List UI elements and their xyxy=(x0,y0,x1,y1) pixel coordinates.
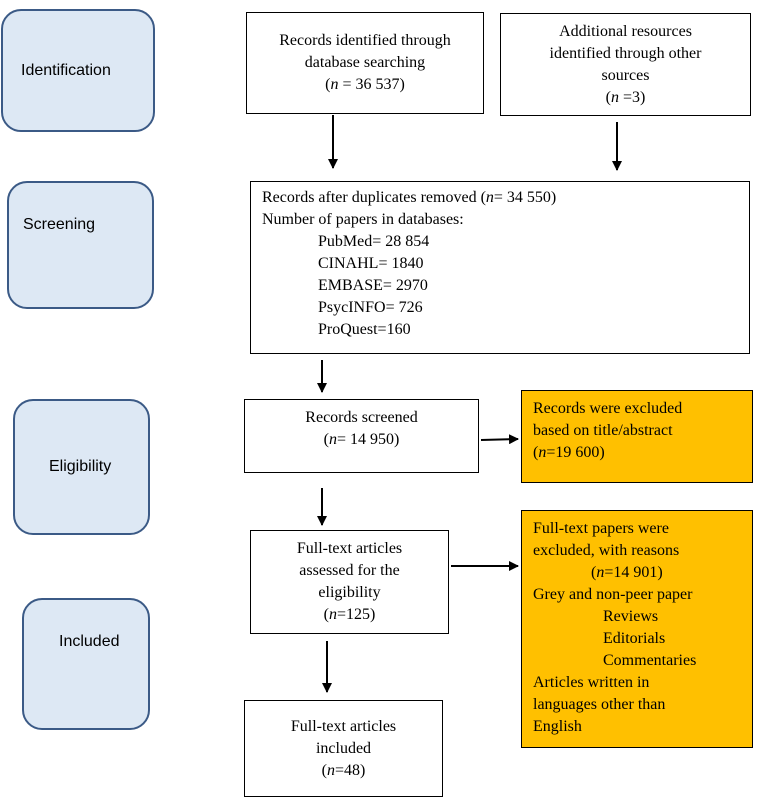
fulltext-assessed-box: Full-text articles assessed for the elig… xyxy=(250,530,449,634)
language-exclusion-line1: Articles written in xyxy=(533,674,650,691)
phase-included: Included xyxy=(22,598,150,730)
fulltext-included-box: Full-text articles included (n=48) xyxy=(244,700,443,797)
excluded-title-abstract-count: (n=19 600) xyxy=(533,444,605,461)
records-identified-box: Records identified through database sear… xyxy=(246,12,484,114)
database-count-pubmed: PubMed= 28 854 xyxy=(318,233,430,250)
phase-screening: Screening xyxy=(7,181,154,309)
additional-resources-line3: sources xyxy=(601,66,650,84)
fulltext-assessed-line1: Full-text articles xyxy=(296,540,403,557)
grey-item-editorials: Editorials xyxy=(603,630,666,647)
phase-identification: Identification xyxy=(1,9,155,132)
additional-resources-line1: Additional resources xyxy=(559,22,692,40)
grey-literature-heading: Grey and non-peer paper xyxy=(533,586,693,603)
phase-identification-label: Identification xyxy=(21,61,111,79)
additional-resources-count: (n =3) xyxy=(605,88,646,106)
language-exclusion-line2: languages other than xyxy=(533,696,666,713)
additional-resources-box: Additional resources identified through … xyxy=(500,13,751,116)
records-identified-line1: Records identified through xyxy=(279,32,451,49)
fulltext-included-count: (n=48) xyxy=(321,761,366,779)
database-count-psycinfo: PsycINFO= 726 xyxy=(318,299,423,316)
database-count-cinahl: CINAHL= 1840 xyxy=(318,255,424,272)
duplicates-removed-box: Records after duplicates removed (n= 34 … xyxy=(250,181,750,354)
excluded-title-abstract-box: Records were excluded based on title/abs… xyxy=(521,390,753,483)
phase-included-label: Included xyxy=(59,633,120,650)
excluded-fulltext-line1: Full-text papers were xyxy=(533,520,669,537)
duplicates-removed-summary: Records after duplicates removed (n= 34 … xyxy=(262,189,557,206)
fulltext-assessed-line2: assessed for the xyxy=(299,562,400,579)
records-screened-line1: Records screened xyxy=(305,409,418,426)
database-count-embase: EMBASE= 2970 xyxy=(318,277,428,294)
grey-item-commentaries: Commentaries xyxy=(603,652,697,669)
language-exclusion-line3: English xyxy=(533,718,582,735)
records-identified-line2: database searching xyxy=(304,54,426,71)
excluded-fulltext-box: Full-text papers were excluded, with rea… xyxy=(521,510,753,748)
excluded-title-abstract-line1: Records were excluded xyxy=(533,400,683,417)
fulltext-included-line1: Full-text articles xyxy=(290,717,397,735)
phase-eligibility: Eligibility xyxy=(13,399,150,535)
records-screened-box: Records screened (n= 14 950) xyxy=(244,399,479,473)
excluded-title-abstract-line2: based on title/abstract xyxy=(533,422,673,439)
database-count-proquest: ProQuest=160 xyxy=(318,321,411,338)
arrow-screened-to-excluded xyxy=(480,434,519,445)
phase-screening-label: Screening xyxy=(23,216,96,233)
fulltext-included-line2: included xyxy=(315,739,372,757)
excluded-fulltext-count: (n=14 901) xyxy=(591,564,663,581)
grey-item-reviews: Reviews xyxy=(603,608,659,625)
additional-resources-line2: identified through other xyxy=(549,44,702,62)
fulltext-assessed-count: (n=125) xyxy=(323,606,376,623)
databases-heading: Number of papers in databases: xyxy=(262,211,464,228)
records-screened-count: (n= 14 950) xyxy=(323,431,400,448)
excluded-fulltext-line2: excluded, with reasons xyxy=(533,542,680,559)
fulltext-assessed-line3: eligibility xyxy=(318,584,381,601)
records-identified-count: (n = 36 537) xyxy=(325,76,405,93)
phase-eligibility-label: Eligibility xyxy=(49,458,112,475)
